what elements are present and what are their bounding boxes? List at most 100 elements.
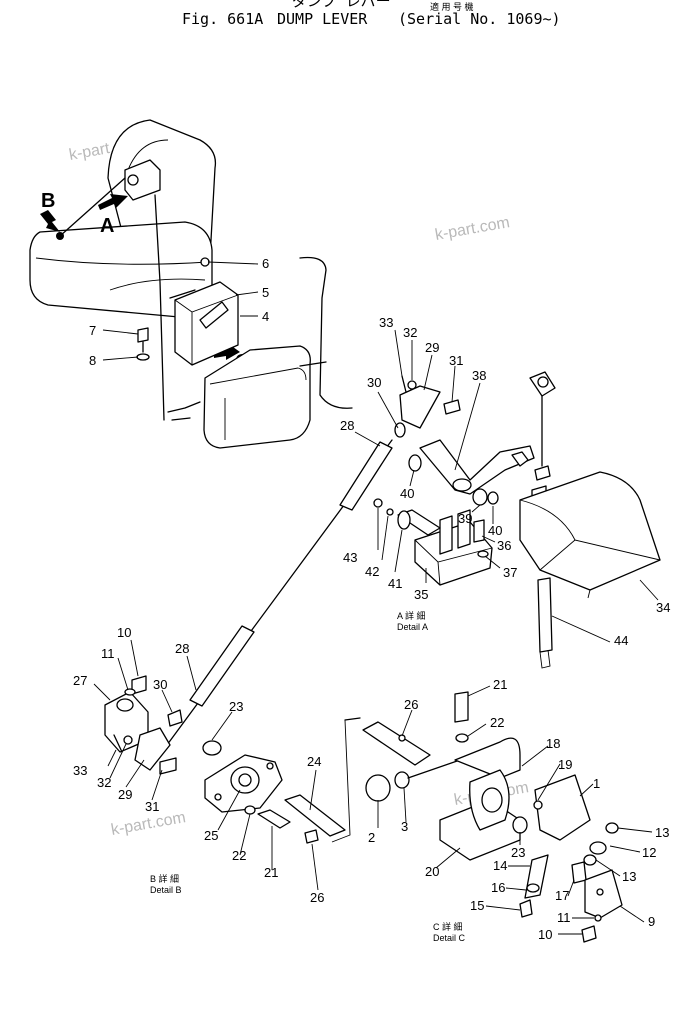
washer-42	[386, 508, 394, 516]
rod-28-upper	[339, 441, 393, 511]
nut	[511, 451, 529, 467]
callout: 35	[414, 587, 428, 602]
bushing-39	[472, 488, 488, 506]
washer-32	[407, 380, 417, 390]
bolt-15	[519, 899, 533, 918]
figure-name: DUMP LEVER	[277, 10, 368, 28]
detail-b-caption: Detail B	[150, 885, 182, 895]
bolt-21b	[257, 809, 291, 829]
clamp	[167, 401, 201, 421]
bolt-21c	[454, 691, 469, 723]
bolt-36	[473, 519, 485, 543]
callout: 10	[117, 625, 131, 640]
spring-17	[571, 861, 587, 884]
callout: 29	[425, 340, 439, 355]
callout: 25	[204, 828, 218, 843]
callout: 22	[232, 848, 246, 863]
callout: 7	[89, 323, 96, 338]
bolt-31	[443, 399, 461, 415]
callout: 44	[614, 633, 628, 648]
callout: 23	[511, 845, 525, 860]
leader-lines	[93, 261, 659, 935]
nut-3	[394, 771, 410, 789]
locknut	[534, 465, 551, 481]
washer-11c	[594, 914, 602, 922]
callout: 42	[365, 564, 379, 579]
view-arrow-b	[40, 210, 60, 232]
callout: 30	[153, 677, 167, 692]
bolt-10c	[581, 925, 597, 943]
callout: 33	[73, 763, 87, 778]
callout: 26	[404, 697, 418, 712]
callout: 16	[491, 880, 505, 895]
hydraulic-tank	[203, 345, 311, 449]
callout: 6	[262, 256, 269, 271]
bolt-19	[533, 800, 543, 810]
serial-range: (Serial No. 1069~)	[398, 10, 561, 28]
view-arrow-c	[214, 342, 240, 360]
shaft-stub	[299, 361, 327, 367]
callout: 12	[642, 845, 656, 860]
cover-34	[519, 471, 661, 599]
callout: 3	[401, 819, 408, 834]
callout: 32	[403, 325, 417, 340]
lever-bracket-top	[124, 159, 161, 201]
callout: 13	[622, 869, 636, 884]
detail-a-assembly	[373, 371, 556, 586]
washer-16	[526, 883, 540, 893]
detail-c-assembly	[344, 691, 623, 943]
pin-33	[401, 375, 407, 393]
detail-c-caption: Detail C	[433, 933, 466, 943]
bushing-23c	[512, 816, 528, 834]
callout: 28	[175, 641, 189, 656]
watermark: k-part.com	[434, 214, 511, 244]
callout: 38	[472, 368, 486, 383]
plate-9	[584, 869, 623, 919]
washer-8	[136, 353, 150, 361]
pin-26c	[362, 721, 431, 766]
clevis-29	[399, 385, 441, 429]
callout: 40	[488, 523, 502, 538]
lever-shaft	[407, 759, 461, 779]
detail-b-caption-jp: B 詳 細	[150, 873, 179, 884]
callout: 14	[493, 858, 507, 873]
nut-30b	[167, 709, 183, 727]
callout: 36	[497, 538, 511, 553]
callout: 30	[367, 375, 381, 390]
detail-a-caption-jp: A 詳 細	[397, 610, 426, 621]
callout: 29	[118, 787, 132, 802]
callout: 1	[593, 776, 600, 791]
figure-number: Fig. 661A	[182, 10, 263, 28]
callout: 21	[493, 677, 507, 692]
washer-32b	[123, 735, 133, 745]
pin-33b	[113, 734, 123, 753]
lever-38	[419, 439, 535, 495]
callout: 18	[546, 736, 560, 751]
callout: 21	[264, 865, 278, 880]
washer-11b	[124, 688, 136, 696]
view-arrow-a	[98, 194, 128, 210]
callout: 26	[310, 890, 324, 905]
bolt-43	[373, 498, 383, 508]
callout: 15	[470, 898, 484, 913]
detail-a-caption: Detail A	[397, 622, 428, 632]
callout: 27	[73, 673, 87, 688]
callout: 37	[503, 565, 517, 580]
bearing-25	[204, 754, 283, 813]
callout: 9	[648, 914, 655, 929]
callout: 33	[379, 315, 393, 330]
operator-seat	[29, 119, 217, 319]
callout: 11	[557, 910, 571, 925]
callout: 2	[368, 830, 375, 845]
callout: 39	[458, 511, 472, 526]
title-japanese: ダンプ レバー	[292, 0, 391, 10]
shaft-24	[284, 794, 346, 837]
spring-12	[589, 841, 607, 855]
callout: 31	[145, 799, 159, 814]
rod-28-lower	[189, 625, 255, 707]
callout: 20	[425, 864, 439, 879]
bracket-1	[534, 774, 591, 841]
lever-box	[169, 281, 239, 366]
